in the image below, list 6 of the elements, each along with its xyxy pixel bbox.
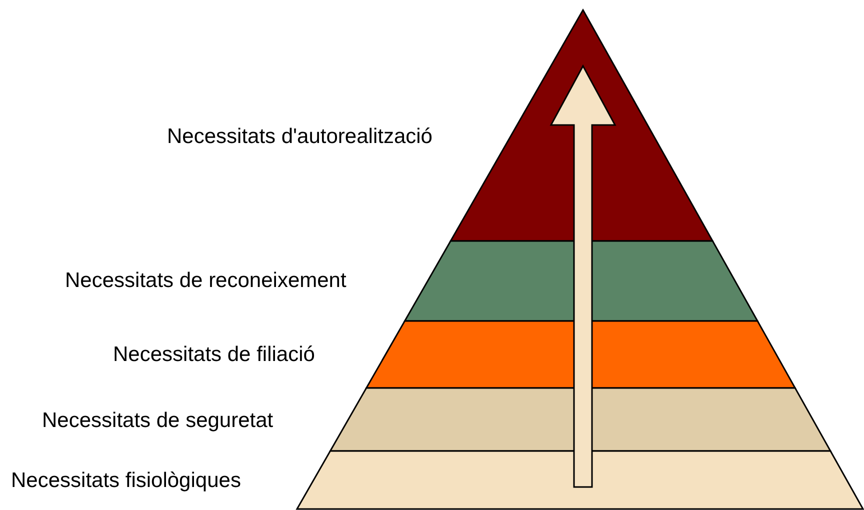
level-label: Necessitats d'autorealització bbox=[167, 126, 432, 147]
level-label: Necessitats fisiològiques bbox=[11, 470, 241, 491]
block-arrow bbox=[550, 64, 616, 488]
level-label: Necessitats de reconeixement bbox=[65, 270, 346, 291]
level-label: Necessitats de filiació bbox=[113, 344, 315, 365]
level-label: Necessitats de seguretat bbox=[42, 410, 274, 431]
